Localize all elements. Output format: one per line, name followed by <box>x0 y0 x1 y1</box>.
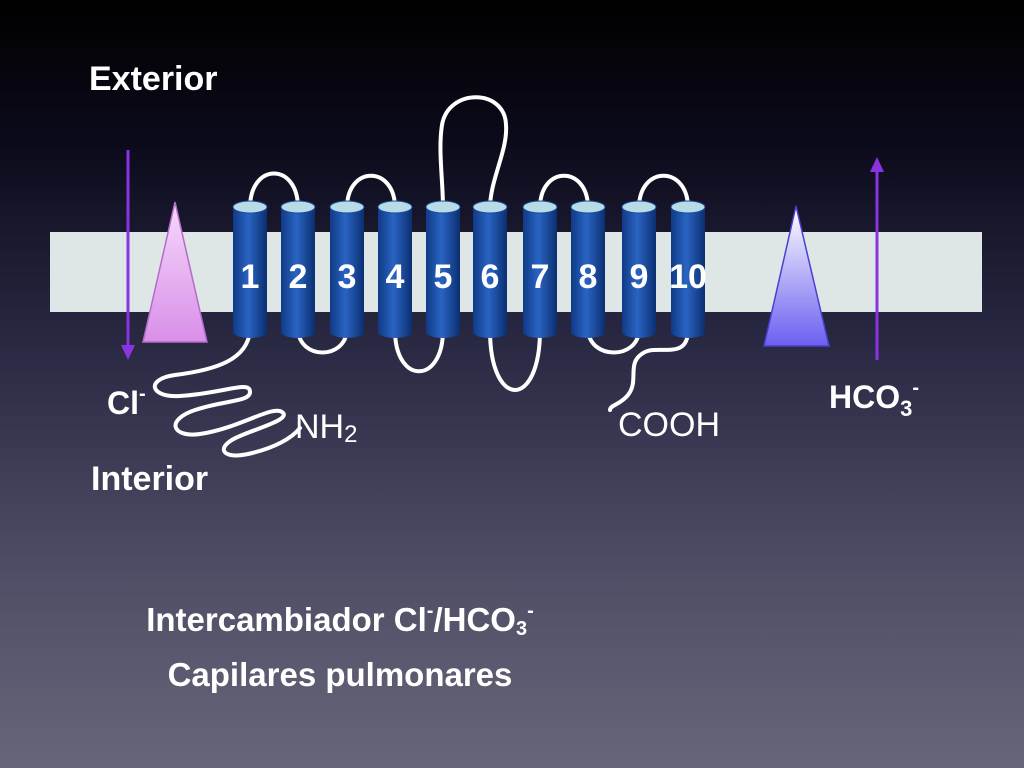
hco3-triangle <box>763 205 830 347</box>
helix-3: 3 <box>329 200 365 338</box>
helix-number: 5 <box>434 258 453 296</box>
helix-1: 1 <box>232 200 268 338</box>
extracellular-loops <box>248 95 690 210</box>
cl-triangle <box>142 201 208 343</box>
nh2-terminus-label: NH2 <box>295 408 357 448</box>
hco3-arrow <box>870 157 884 360</box>
helix-number: 7 <box>531 258 550 296</box>
helix-8: 8 <box>570 200 606 338</box>
helix-5: 5 <box>425 200 461 338</box>
helix-4: 4 <box>377 200 413 338</box>
helix-2: 2 <box>280 200 316 338</box>
helix-10: 10 <box>669 200 707 338</box>
slide-title: Intercambiador Cl-/HCO3- Capilares pulmo… <box>40 588 640 698</box>
intracellular-loops <box>152 328 690 458</box>
cl-arrow <box>121 150 135 360</box>
title-line-2: Capilares pulmonares <box>167 656 513 693</box>
interior-label: Interior <box>91 460 208 498</box>
hco3-ion-label: HCO3- <box>829 377 919 421</box>
helix-number: 3 <box>338 258 357 296</box>
helix-number: 10 <box>669 258 707 296</box>
helix-number: 8 <box>579 258 598 296</box>
helix-6: 6 <box>472 200 508 338</box>
helix-number: 9 <box>630 258 649 296</box>
title-line-1: Intercambiador Cl-/HCO3- <box>146 600 534 640</box>
exterior-label: Exterior <box>89 60 218 98</box>
helix-number: 6 <box>481 258 500 296</box>
cooh-terminus-label: COOH <box>618 406 720 444</box>
helix-number: 2 <box>289 258 308 296</box>
membrane <box>50 232 982 312</box>
helix-number: 4 <box>386 258 405 296</box>
cl-ion-label: Cl- <box>107 383 146 421</box>
helix-7: 7 <box>522 200 558 338</box>
helix-number: 1 <box>241 258 260 296</box>
helix-9: 9 <box>621 200 657 338</box>
